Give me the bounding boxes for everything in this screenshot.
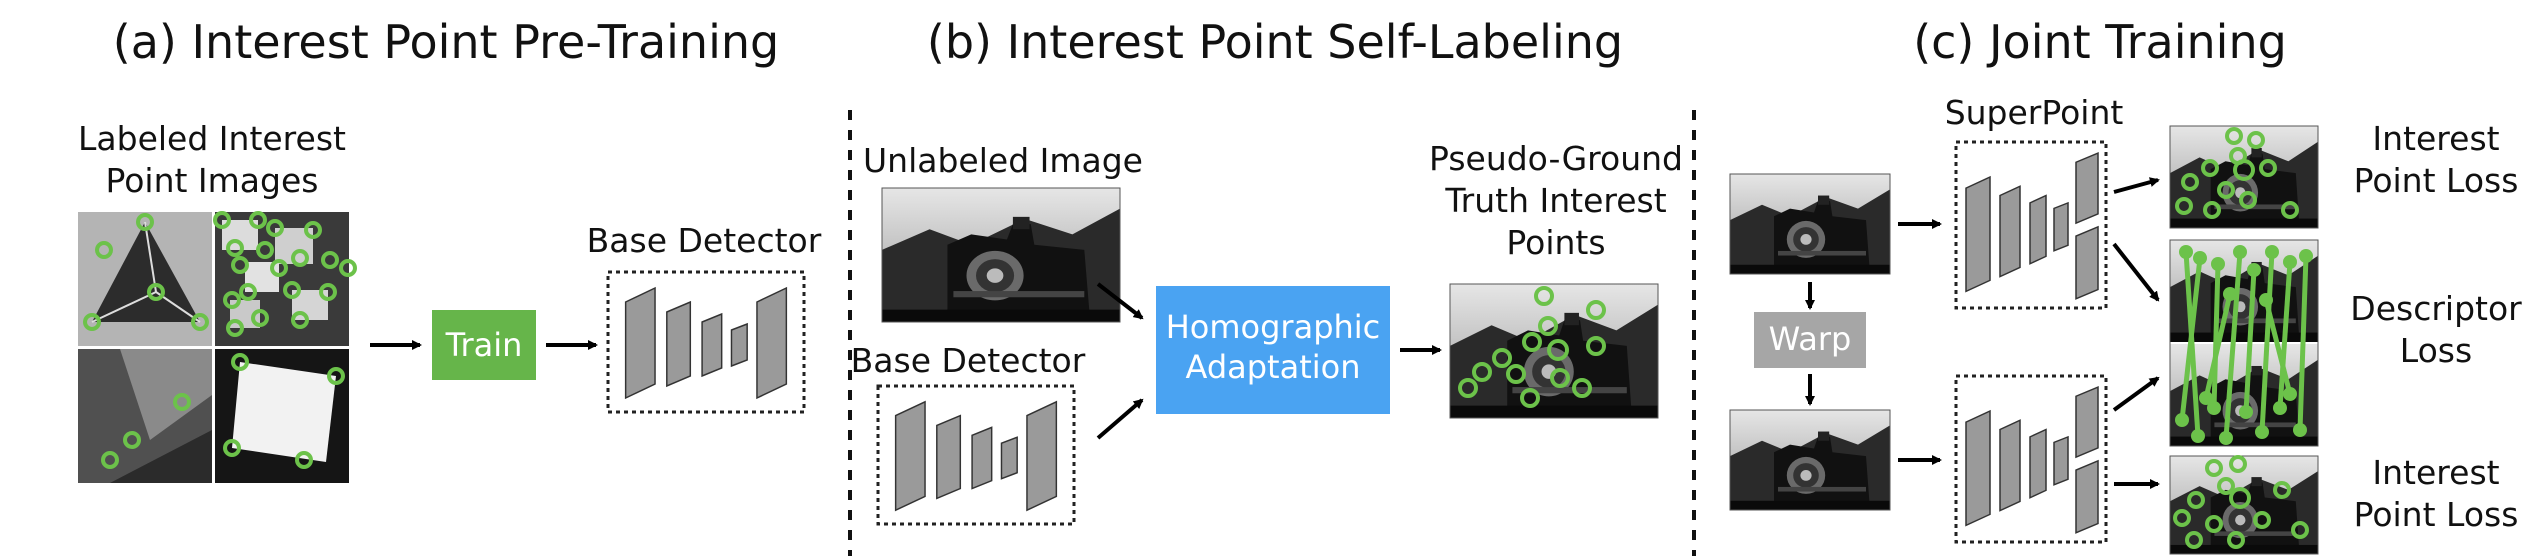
pseudo-label-line3: Points <box>1506 223 1605 262</box>
panel-a: (a) Interest Point Pre-Training Labeled … <box>78 15 822 483</box>
panel-c-heading: (c) Joint Training <box>1913 15 2287 69</box>
interest-output-bottom <box>2169 455 2319 555</box>
loss-top-line1: Interest <box>2372 119 2499 158</box>
unlabeled-image <box>881 187 1121 323</box>
panel-c: (c) Joint Training Warp SuperPoint <box>1729 15 2522 555</box>
base-detector-label-b: Base Detector <box>851 341 1086 380</box>
synthetic-shapes-grid <box>78 212 349 483</box>
labeled-images-label-line2: Point Images <box>106 161 319 200</box>
homographic-label-line1: Homographic <box>1166 308 1381 346</box>
arrow-image-to-ha <box>1096 282 1144 320</box>
homographic-label-line2: Adaptation <box>1185 348 1360 386</box>
pseudo-ground-truth-image <box>1449 283 1659 419</box>
loss-mid-line1: Descriptor <box>2350 289 2522 328</box>
warp-button[interactable]: Warp <box>1754 312 1866 368</box>
input-image-original <box>1729 173 1891 275</box>
loss-mid-line2: Loss <box>2400 331 2472 370</box>
base-detector-label-a: Base Detector <box>587 221 822 260</box>
superpoint-network-bottom <box>1954 374 2108 544</box>
shape-interest-points <box>83 211 357 469</box>
pseudo-label-line1: Pseudo-Ground <box>1429 139 1683 178</box>
base-detector-network-a <box>606 270 806 414</box>
arrow-to-desc-loss-bottom <box>2112 376 2160 412</box>
warp-button-label: Warp <box>1769 320 1852 358</box>
input-image-warped <box>1729 409 1891 511</box>
loss-bottom-line1: Interest <box>2372 453 2499 492</box>
train-button[interactable]: Train <box>432 310 536 380</box>
homographic-adaptation-box: Homographic Adaptation <box>1156 286 1390 414</box>
panel-b: (b) Interest Point Self-Labeling Unlabel… <box>851 15 1683 526</box>
pseudo-label-line2: Truth Interest <box>1444 181 1666 220</box>
panel-b-heading: (b) Interest Point Self-Labeling <box>927 15 1623 69</box>
loss-top-line2: Point Loss <box>2354 161 2519 200</box>
interest-output-top <box>2169 125 2319 229</box>
superpoint-label: SuperPoint <box>1945 93 2124 132</box>
unlabeled-image-label: Unlabeled Image <box>863 141 1143 180</box>
train-button-label: Train <box>445 326 523 364</box>
arrow-to-desc-loss-top <box>2112 242 2160 302</box>
base-detector-network-b <box>876 384 1076 526</box>
labeled-images-label-line1: Labeled Interest <box>78 119 346 158</box>
arrow-detector-to-ha <box>1096 398 1144 440</box>
arrow-to-top-loss <box>2113 177 2160 194</box>
panel-a-heading: (a) Interest Point Pre-Training <box>113 15 779 69</box>
superpoint-network-top <box>1954 140 2108 310</box>
descriptor-matches <box>2169 239 2319 447</box>
loss-bottom-line2: Point Loss <box>2354 495 2519 534</box>
